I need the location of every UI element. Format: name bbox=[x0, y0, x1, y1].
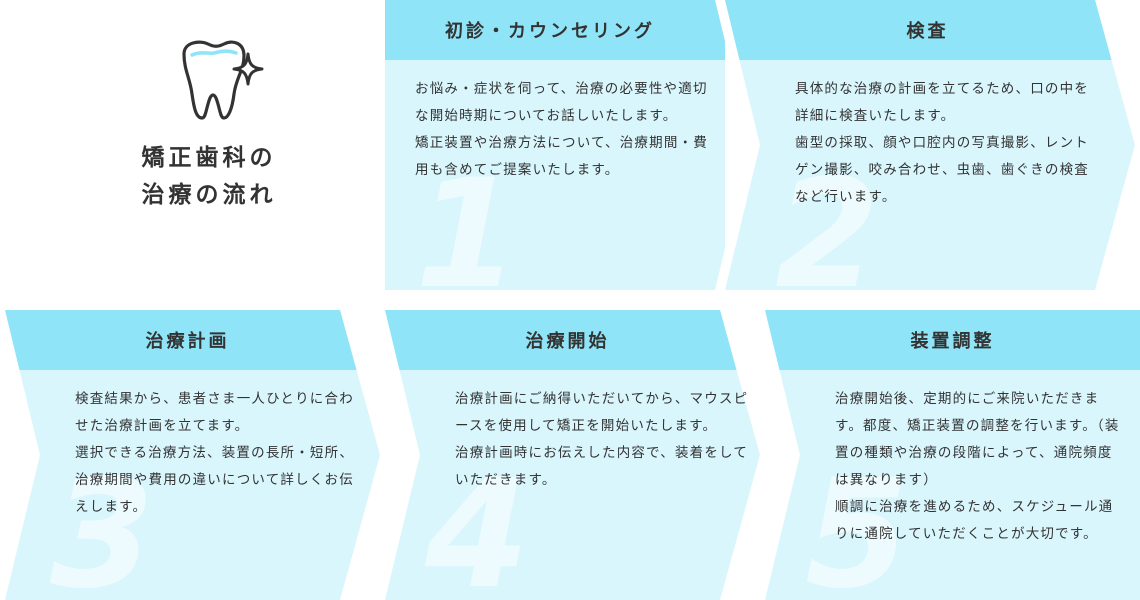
step-card-shape bbox=[5, 310, 380, 600]
step-paragraph: 検査結果から、患者さま一人ひとりに合わせた治療計画を立てます。 bbox=[75, 391, 354, 434]
step-card-shape bbox=[385, 310, 760, 600]
title-line-2: 治療の流れ bbox=[141, 182, 277, 208]
step-number: 4 bbox=[425, 448, 530, 600]
step-description: お悩み・症状を伺って、治療の必要性や適切な開始時期についてお話しいたします。 矯… bbox=[415, 76, 710, 184]
step-paragraph: 矯正装置や治療方法について、治療期間・費用も含めてご提案いたします。 bbox=[415, 135, 708, 178]
step-number: 3 bbox=[50, 448, 155, 600]
step-paragraph: お悩み・症状を伺って、治療の必要性や適切な開始時期についてお話しいたします。 bbox=[415, 81, 708, 124]
step-card-4: 4 治療開始 治療計画にご納得いただいてから、マウスピースを使用して矯正を開始い… bbox=[385, 310, 765, 600]
step-number: 5 bbox=[805, 448, 910, 600]
step-paragraph: 歯型の採取、顔や口腔内の写真撮影、レントゲン撮影、咬み合わせ、虫歯、歯ぐきの検査… bbox=[795, 135, 1089, 205]
step-title: 治療計画 bbox=[145, 331, 230, 352]
intro-block: 矯正歯科の 治療の流れ bbox=[0, 0, 385, 290]
step-card-shape bbox=[765, 310, 1140, 600]
step-title: 治療開始 bbox=[525, 331, 610, 352]
step-paragraph: 具体的な治療の計画を立てるため、口の中を詳細に検査いたします。 bbox=[795, 81, 1089, 124]
title-line-1: 矯正歯科の bbox=[141, 145, 277, 171]
step-title: 検査 bbox=[906, 21, 949, 42]
step-paragraph: 治療開始後、定期的にご来院いただきます。都度、矯正装置の調整を行います。（装置の… bbox=[835, 391, 1120, 488]
step-number: 1 bbox=[415, 148, 520, 322]
step-card-5: 5 装置調整 治療開始後、定期的にご来院いただきます。都度、矯正装置の調整を行い… bbox=[765, 310, 1140, 600]
step-description: 治療計画にご納得いただいてから、マウスピースを使用して矯正を開始いたします。 治… bbox=[455, 386, 750, 494]
step-card-3: 3 治療計画 検査結果から、患者さま一人ひとりに合わせた治療計画を立てます。 選… bbox=[5, 310, 385, 600]
step-number: 2 bbox=[775, 148, 880, 322]
step-title: 初診・カウンセリング bbox=[445, 21, 655, 42]
step-title: 装置調整 bbox=[910, 331, 995, 352]
step-paragraph: 治療計画にご納得いただいてから、マウスピースを使用して矯正を開始いたします。 bbox=[455, 391, 749, 434]
step-card-1: 1 初診・カウンセリング お悩み・症状を伺って、治療の必要性や適切な開始時期につ… bbox=[385, 0, 765, 310]
step-paragraph: 順調に治療を進めるため、スケジュール通りに通院していただくことが大切です。 bbox=[835, 499, 1114, 542]
tooth-sparkle-icon bbox=[182, 40, 264, 120]
step-card-background bbox=[385, 0, 750, 290]
step-paragraph: 選択できる治療方法、装置の長所・短所、治療期間や費用の違いについて詳しくお伝えし… bbox=[75, 445, 355, 515]
step-description: 治療開始後、定期的にご来院いただきます。都度、矯正装置の調整を行います。（装置の… bbox=[835, 386, 1120, 548]
page-title: 矯正歯科の 治療の流れ bbox=[104, 140, 314, 214]
step-description: 具体的な治療の計画を立てるため、口の中を詳細に検査いたします。 歯型の採取、顔や… bbox=[795, 76, 1095, 211]
step-card-2: 2 検査 具体的な治療の計画を立てるため、口の中を詳細に検査いたします。 歯型の… bbox=[725, 0, 1135, 310]
step-card-shape bbox=[725, 0, 1135, 290]
step-description: 検査結果から、患者さま一人ひとりに合わせた治療計画を立てます。 選択できる治療方… bbox=[75, 386, 365, 521]
step-paragraph: 治療計画時にお伝えした内容で、装着をしていただきます。 bbox=[455, 445, 749, 488]
